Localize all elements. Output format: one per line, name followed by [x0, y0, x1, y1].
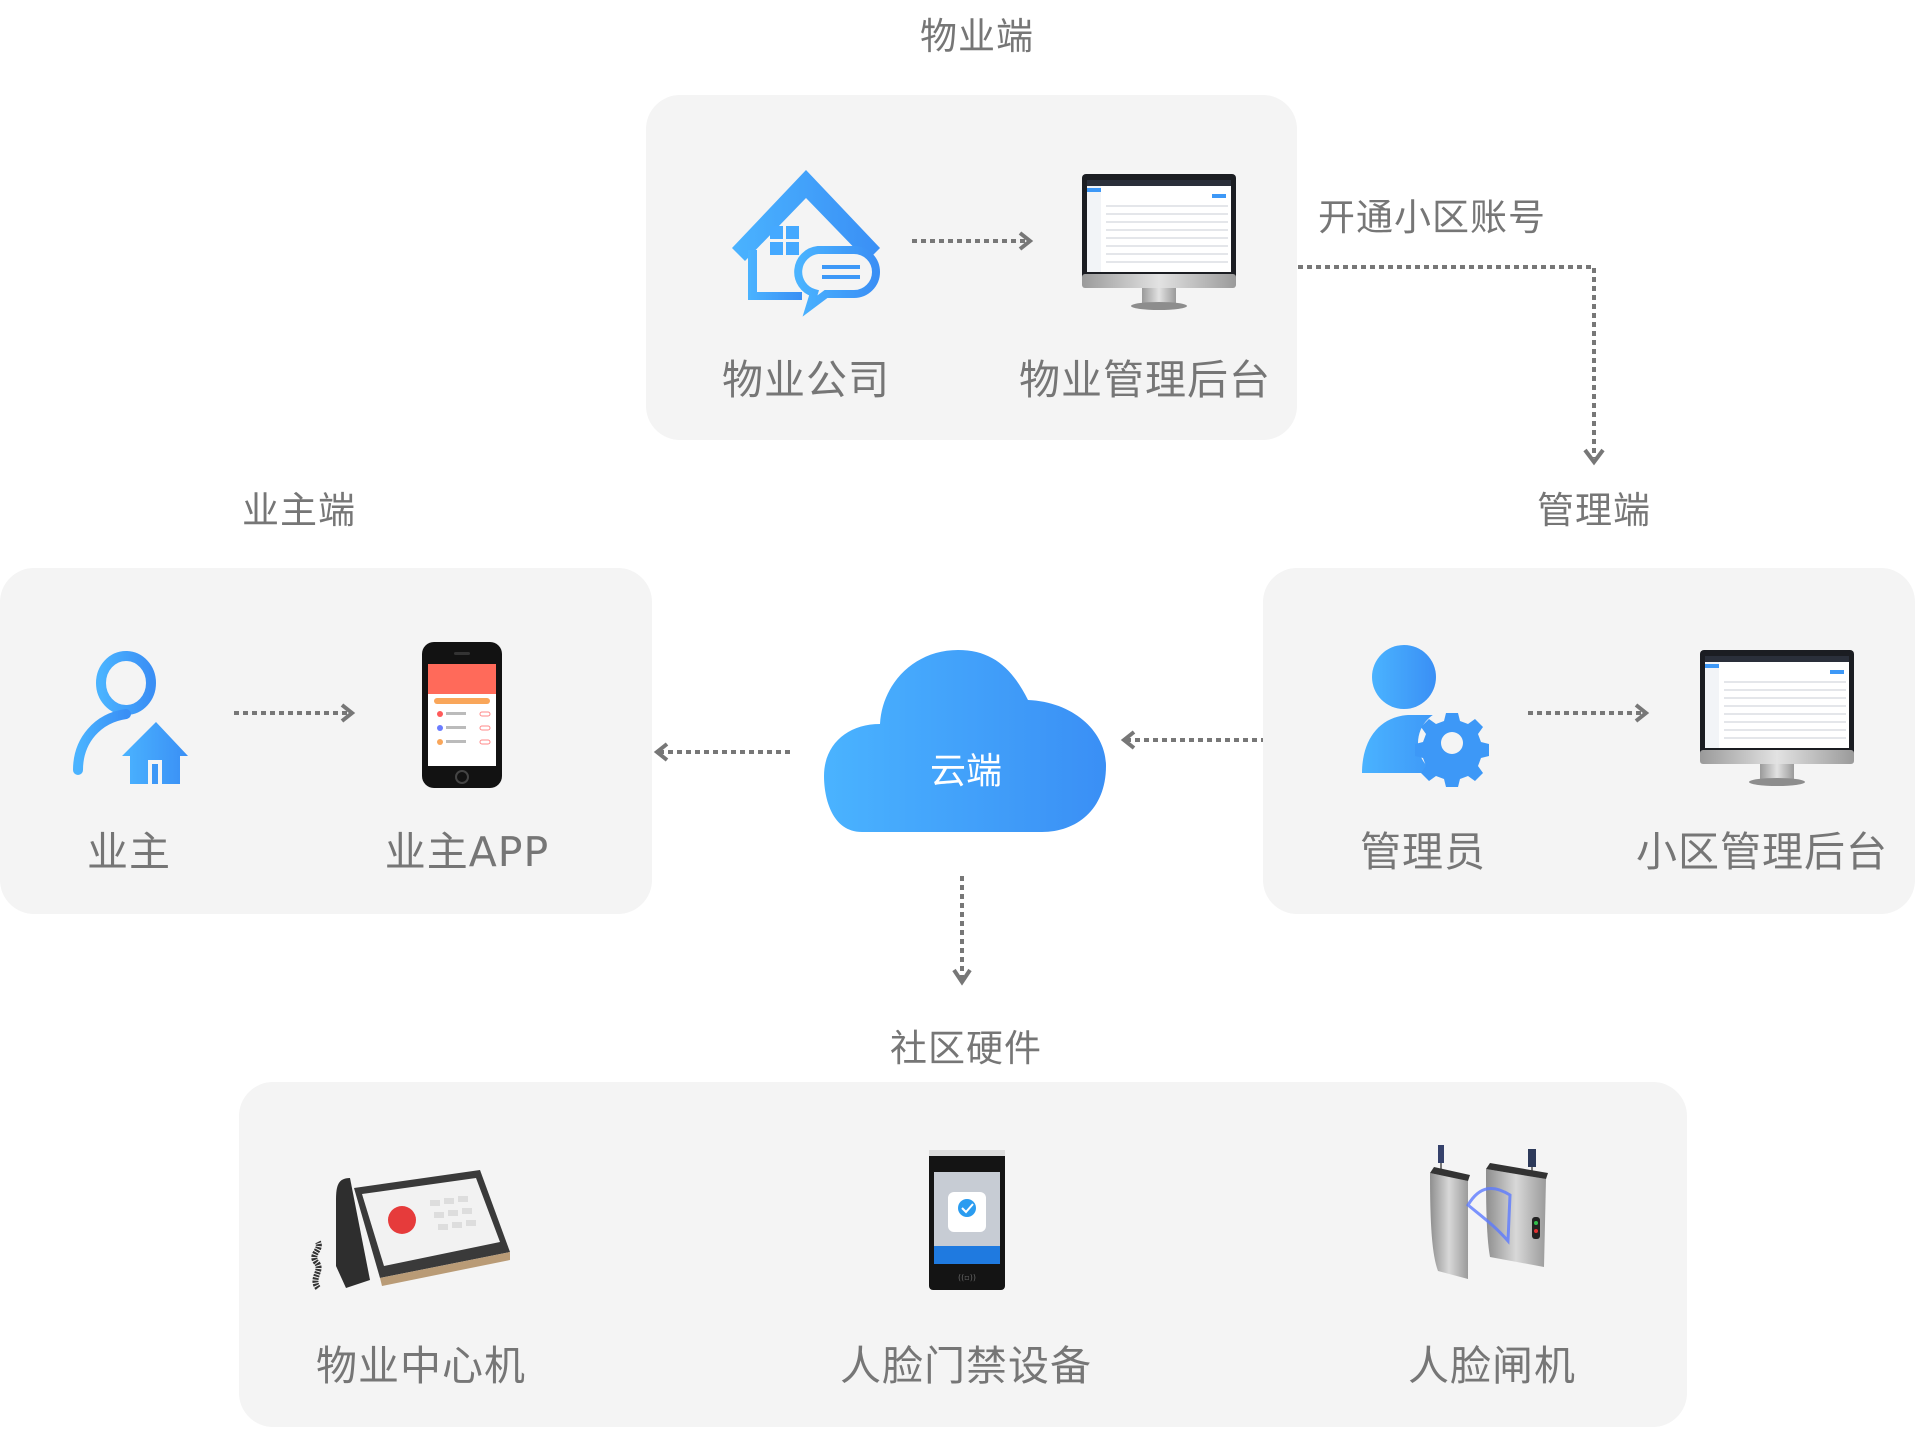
house-chat-icon — [732, 170, 880, 317]
node-label-community-backend: 小区管理后台 — [1636, 828, 1888, 876]
svg-text:((▫)): ((▫)) — [958, 1273, 976, 1282]
arrow-admin-to-backend — [1528, 703, 1650, 723]
arrow-admin-to-cloud — [1120, 730, 1265, 750]
node-label-property-company: 物业公司 — [722, 356, 890, 404]
user-house-icon — [73, 651, 188, 784]
node-label-property-backend: 物业管理后台 — [1019, 356, 1271, 404]
admin-section-title: 管理端 — [1537, 489, 1651, 532]
arrow-open-account — [1298, 265, 1605, 466]
face-terminal-icon: ((▫)) — [929, 1150, 1005, 1290]
property-section-title: 物业端 — [920, 15, 1034, 58]
arrow-cloud-to-owner — [653, 742, 793, 762]
desk-phone-icon — [311, 1170, 510, 1290]
node-label-property-center: 物业中心机 — [316, 1342, 526, 1390]
arrow-owner-to-app — [234, 703, 356, 723]
arrow-cloud-to-hardware — [952, 876, 972, 986]
cloud-label: 云端 — [929, 751, 1003, 792]
turnstile-icon — [1430, 1145, 1548, 1279]
owner-section-title: 业主端 — [242, 489, 356, 532]
owner-panel — [0, 568, 652, 914]
node-label-owner-app: 业主APP — [384, 828, 550, 876]
user-gear-icon — [1362, 645, 1489, 787]
node-label-admin: 管理员 — [1360, 828, 1486, 876]
node-label-face-gate: 人脸闸机 — [1408, 1342, 1576, 1390]
node-label-owner: 业主 — [87, 828, 171, 876]
arrow-company-to-backend — [912, 231, 1034, 251]
open-account-label: 开通小区账号 — [1318, 196, 1546, 239]
hardware-section-title: 社区硬件 — [890, 1027, 1042, 1070]
cloud-icon — [824, 650, 1106, 832]
node-label-face-access: 人脸门禁设备 — [840, 1342, 1092, 1390]
